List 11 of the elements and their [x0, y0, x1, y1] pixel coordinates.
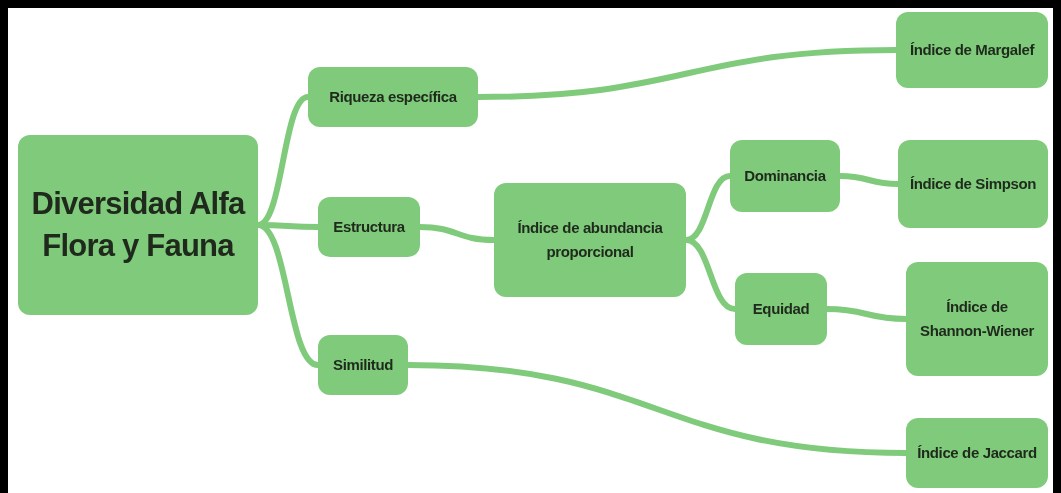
topic-box: Índice de Shannon-Wiener: [906, 262, 1048, 376]
topic-box: Diversidad Alfa Flora y Fauna: [18, 135, 258, 315]
topic-box: Índice de Simpson: [898, 140, 1048, 228]
topic-box: Riqueza específica: [308, 67, 478, 127]
topic-box: Dominancia: [730, 140, 840, 212]
topic-box: Índice de Jaccard: [906, 418, 1048, 488]
topic-box: Equidad: [735, 273, 827, 345]
topic-box: Estructura: [318, 197, 420, 257]
topic-box: Índice de Margalef: [896, 12, 1048, 88]
topic-box: Índice de abundancia proporcional: [494, 183, 686, 297]
topic-box: Similitud: [318, 335, 408, 395]
